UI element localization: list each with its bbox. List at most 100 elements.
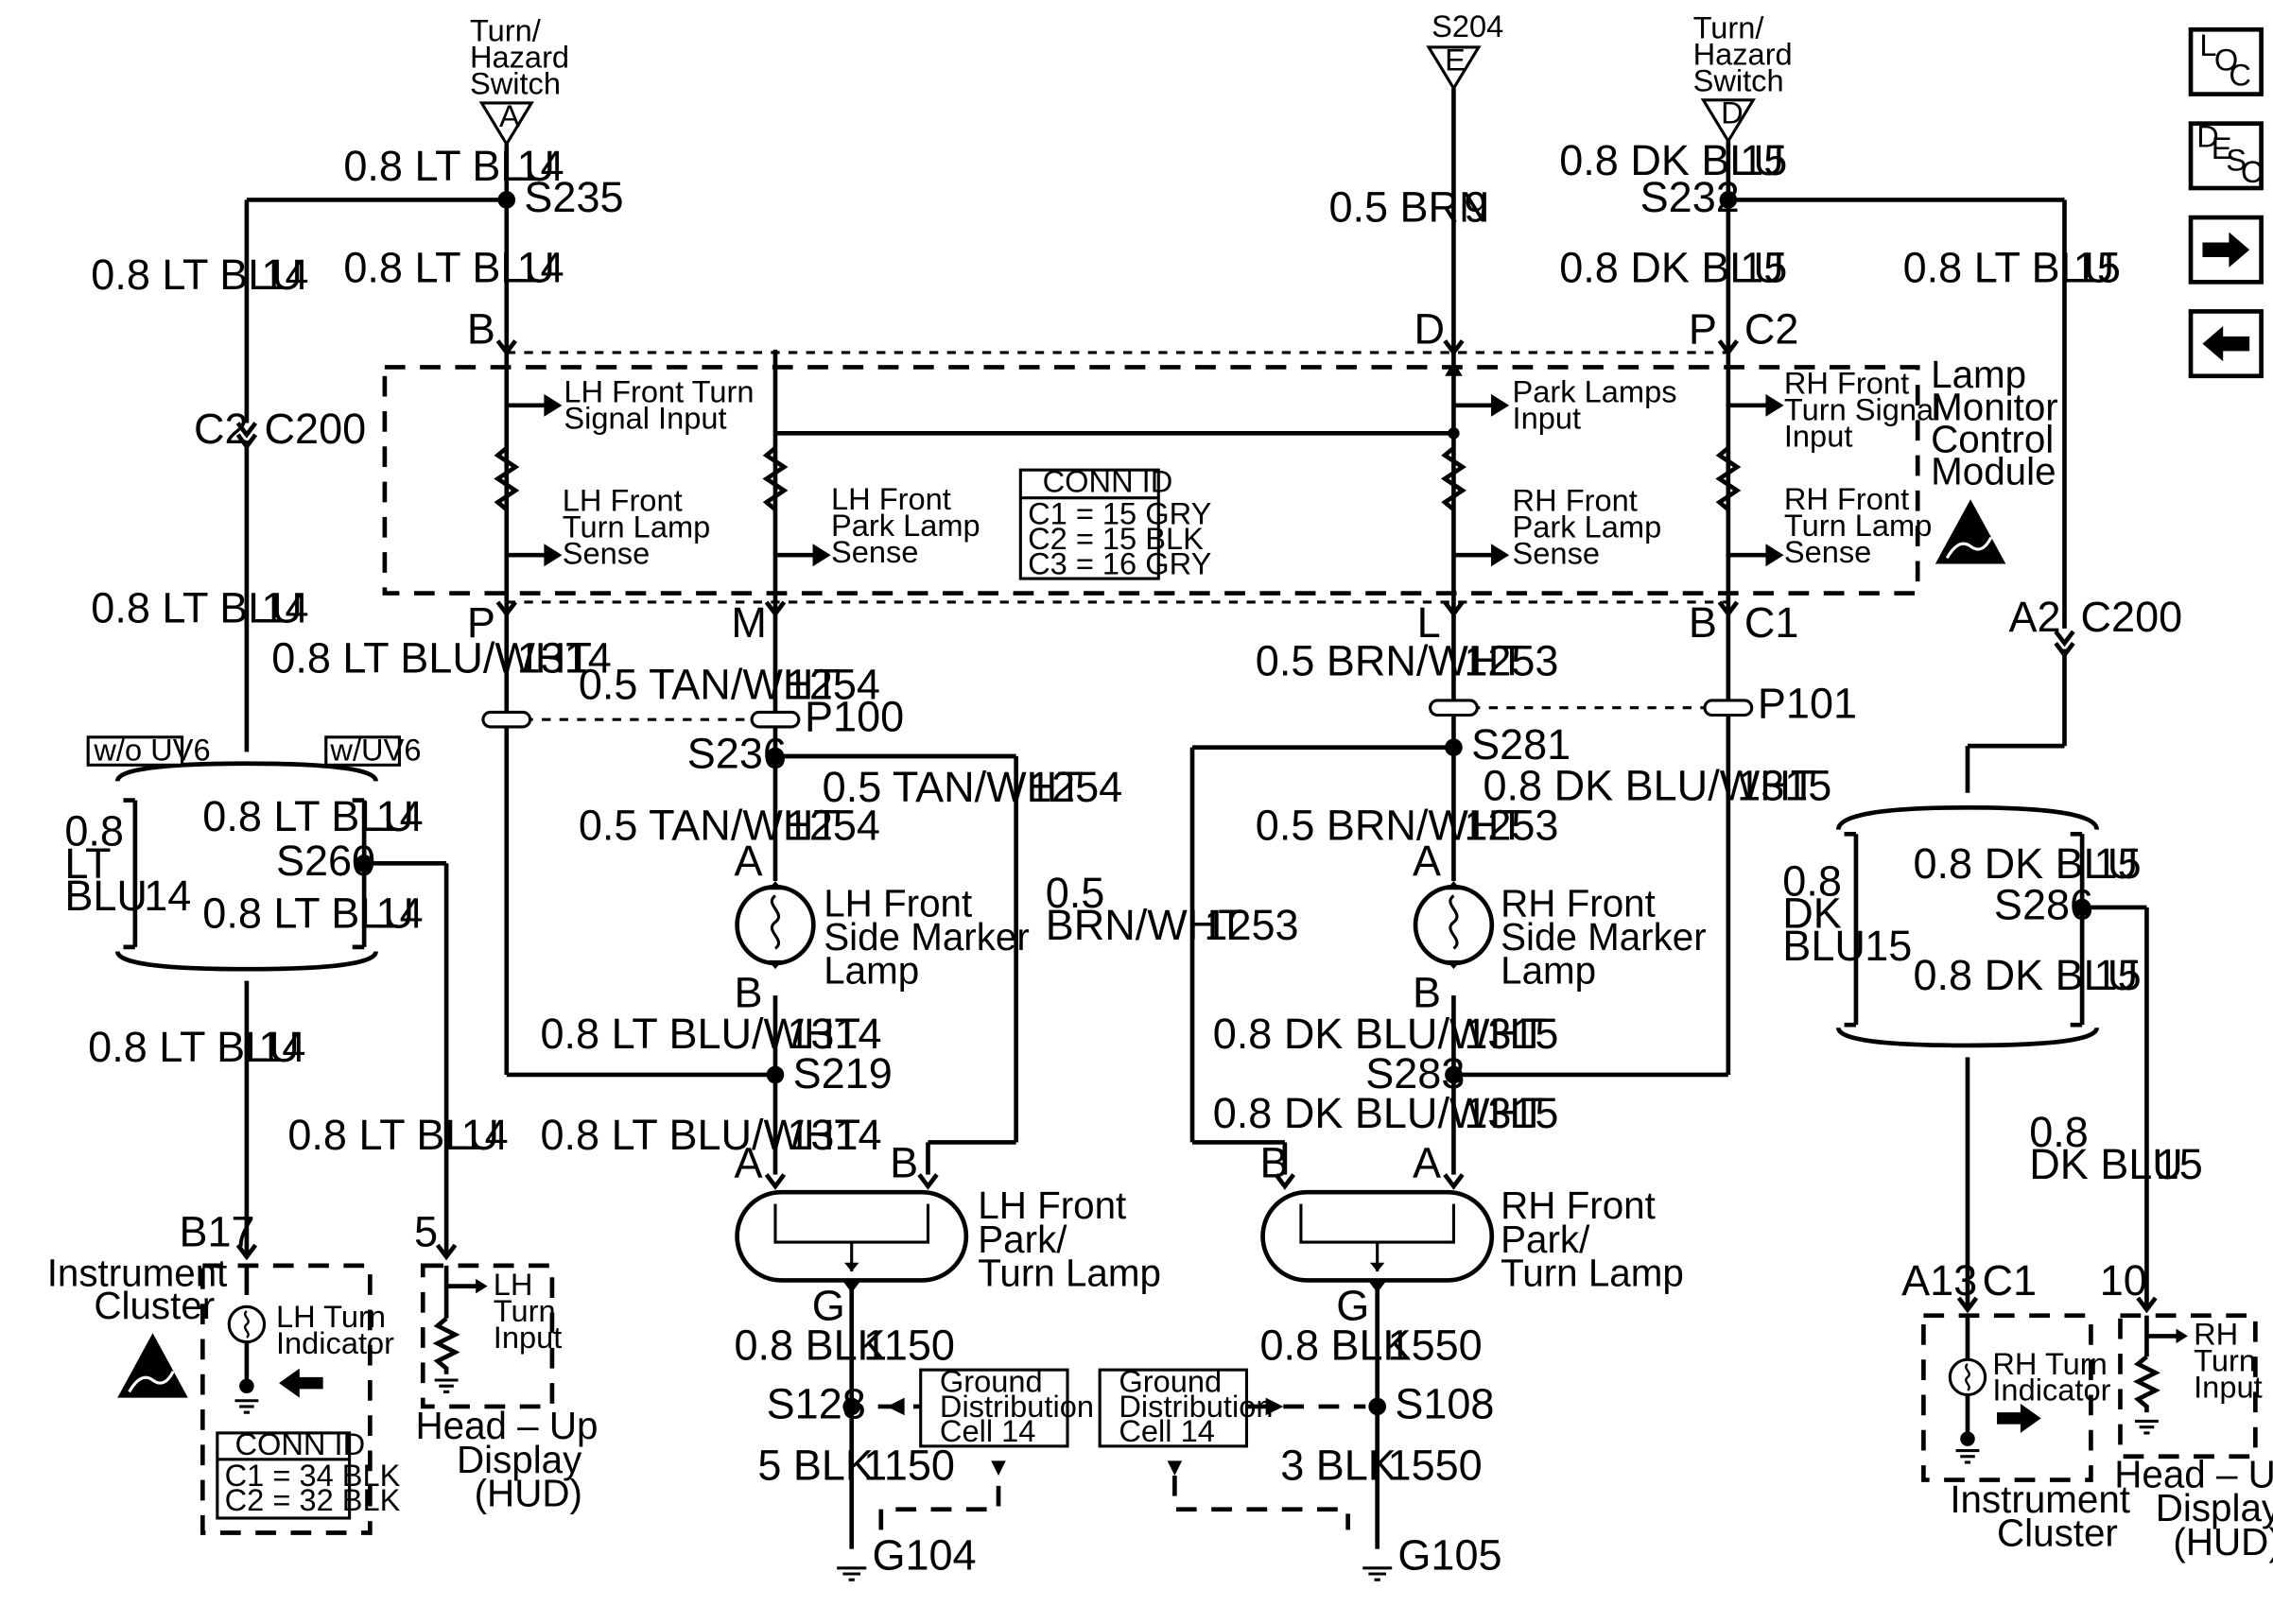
arrow-marker[interactable] (886, 1397, 905, 1416)
diagram-label: Indicator (1992, 1373, 2110, 1408)
diagram-label: Signal Input (564, 401, 726, 436)
diagram-label: E (2212, 130, 2232, 165)
arrow-marker (544, 393, 563, 417)
diagram-label: B (890, 1139, 918, 1187)
next-button[interactable] (2188, 215, 2264, 285)
diagram-label: C2 (194, 405, 249, 453)
diagram-label: 5 BLK (757, 1442, 874, 1490)
arrow-marker (843, 1262, 859, 1272)
arrow-marker (478, 101, 534, 147)
lh-park-turn-lamp: LH Front Park/ Turn Lamp (735, 1183, 1161, 1295)
wire-segment (1956, 1296, 1979, 1314)
diagram-label: P100 (805, 693, 904, 741)
arrow-marker (1765, 393, 1784, 417)
resistor-icon (432, 1316, 460, 1374)
diagram-label: 0.8 LT BLU (88, 1023, 300, 1071)
wire-segment (114, 950, 378, 972)
arrow-right-icon (1997, 1403, 2041, 1433)
ground-distribution-cell-right[interactable]: Ground Distribution Cell 14 (1098, 1363, 1284, 1476)
diagram-label: 1253 (1464, 802, 1558, 850)
diagram-label: Ground (940, 1363, 1043, 1398)
diagram-label: RH Front (1501, 1183, 1656, 1227)
arrow-marker[interactable] (1167, 1460, 1183, 1476)
component-box (420, 1263, 555, 1409)
component-box[interactable] (919, 1368, 1069, 1448)
diagram-label: 0.8 DK BLU (1559, 136, 1784, 184)
diagram-label: 0.5 BRN (1328, 183, 1489, 232)
diagram-label: A (734, 837, 762, 885)
diagram-label: 1314 (517, 633, 612, 682)
component-box[interactable] (2188, 26, 2264, 96)
wires (114, 88, 2149, 1549)
splice-point (1413, 884, 1495, 966)
diagram-label: Switch (1693, 62, 1784, 97)
diagram-label: 0.8 (64, 807, 124, 855)
back-button[interactable] (2188, 309, 2264, 379)
wire-segment (2136, 1296, 2158, 1314)
diagram-label: Cluster (1997, 1511, 2118, 1554)
arrow-right-icon[interactable] (2202, 232, 2250, 268)
diagram-label: 15 (2094, 951, 2142, 999)
component-box[interactable] (1098, 1368, 1249, 1448)
diagram-label: 0.5 TAN/WHT (823, 763, 1084, 811)
diagram-label: Control (1931, 418, 2054, 461)
diagram-label: 1253 (1464, 637, 1558, 685)
wire-segment (495, 600, 517, 618)
diagram-label: CONN ID (234, 1426, 365, 1461)
diagram-label: Input (1784, 418, 1853, 453)
diagram-label: D (1721, 95, 1744, 130)
turn-hazard-switch-left: Turn/ Hazard Switch A (470, 13, 569, 147)
diagram-label: C200 (2081, 593, 2183, 641)
component-box[interactable] (2188, 121, 2264, 191)
arrow-marker (1446, 959, 1462, 970)
diagram-label: 0.8 LT BLU (202, 890, 414, 938)
diagram-label: 1150 (863, 1321, 955, 1369)
diagram-label: 5 (414, 1208, 438, 1256)
diagram-label: Cell 14 (1119, 1413, 1215, 1448)
description-button[interactable]: D E S C (2188, 119, 2264, 191)
diagram-label: C3 = 16 GRY (1028, 545, 1212, 580)
wire-segment (1717, 600, 1740, 618)
left-instrument-cluster: LH Turn Indicator CONN ID C1 = 34 BLK C2… (47, 1252, 401, 1535)
diagram-label: LH Front (824, 881, 972, 924)
diagram-label: Turn Signal (1784, 391, 1941, 426)
diagram-label: RH Front (1501, 881, 1656, 924)
wire-segment (1443, 600, 1465, 618)
arrow-left-icon[interactable] (2202, 325, 2250, 362)
ground-icon (1955, 1448, 1980, 1464)
ground-distribution-cell-left[interactable]: Ground Distribution Cell 14 (886, 1363, 1094, 1476)
location-button[interactable]: L O C (2188, 26, 2264, 96)
diagram-label: w/o UV6 (93, 733, 210, 768)
inline-connectors (481, 699, 1754, 729)
component-box (324, 735, 401, 767)
diagram-label: S204 (1431, 9, 1503, 43)
diagram-label: Turn Lamp (978, 1252, 1161, 1295)
diagram-label: 15 (1865, 922, 1912, 970)
wire-segment (1274, 1173, 1296, 1190)
diagram-label: O (2214, 43, 2238, 78)
diagram-label: Ground (1119, 1363, 1222, 1398)
diagram-label: C1 = 34 BLK (225, 1458, 401, 1493)
diagram-label: 14 (261, 584, 308, 632)
diagram-label: 1314 (787, 1010, 881, 1058)
wire-segment (2070, 831, 2083, 1028)
diagram-label: 0.5 BRN/WHT (1256, 802, 1525, 850)
diagram-label: Display (2156, 1486, 2273, 1529)
wire-segment (352, 798, 365, 950)
diagram-label: CONN ID (1043, 463, 1173, 498)
splice-point (1368, 1397, 1387, 1416)
diagram-label: B (1259, 1139, 1288, 1187)
diagram-label: 0.5 (1046, 869, 1105, 917)
diagram-label: B (1689, 598, 1717, 647)
splice-point (1445, 738, 1463, 756)
diagram-label: Monitor (1931, 385, 2058, 428)
arrow-marker (1765, 544, 1784, 567)
diagram-label: P (467, 598, 495, 647)
diagram-label: 0.8 LT BLU (1903, 243, 2115, 291)
wire-segment (1172, 1475, 1350, 1530)
diagram-label: G (1336, 1281, 1369, 1329)
arrow-marker[interactable] (1265, 1397, 1284, 1416)
arrow-marker[interactable] (991, 1460, 1006, 1476)
